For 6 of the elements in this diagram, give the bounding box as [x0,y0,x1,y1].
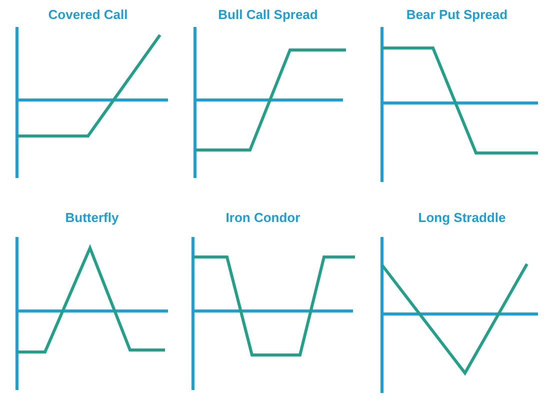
chart-title: Iron Condor [226,210,300,226]
chart-title: Covered Call [48,7,128,23]
chart-title: Long Straddle [418,210,506,226]
chart-title: Butterfly [65,210,119,226]
chart-title: Bear Put Spread [406,7,508,23]
chart-title: Bull Call Spread [218,7,318,23]
